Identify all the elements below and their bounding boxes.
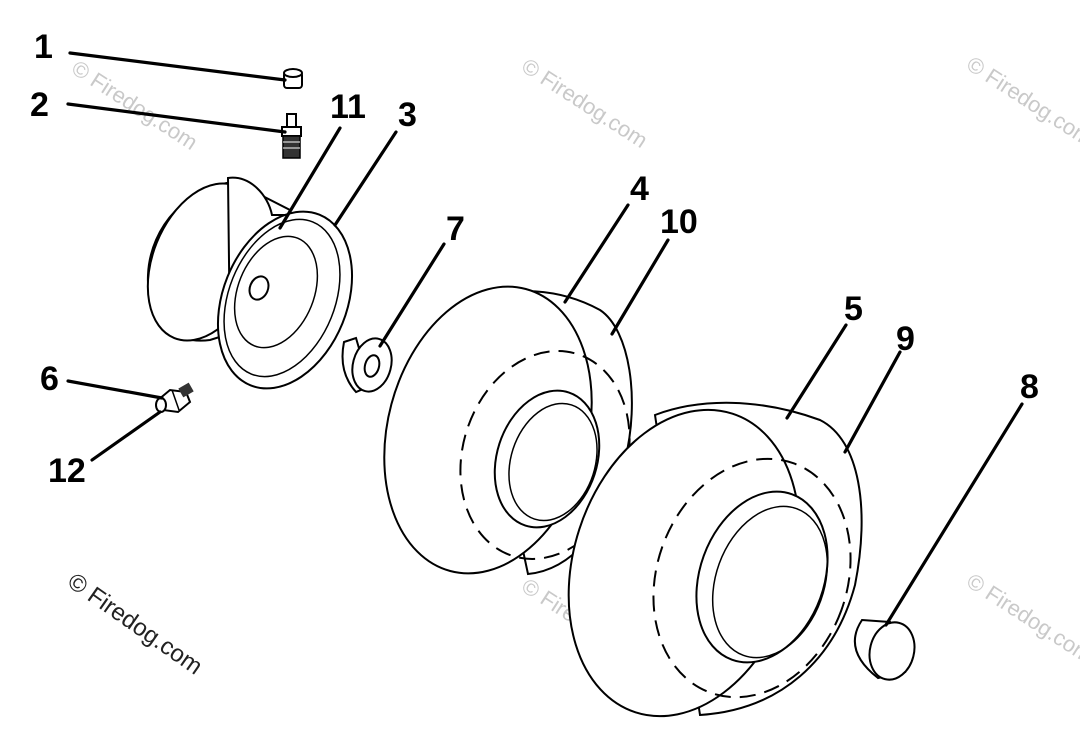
- wheel-rim: [146, 176, 354, 390]
- leader-line-5: [785, 323, 848, 420]
- watermark-text: © Firedog.com: [962, 568, 1080, 668]
- callout-9: 9: [896, 320, 915, 358]
- callout-10: 10: [660, 203, 698, 241]
- callout-6: 6: [40, 360, 59, 398]
- callout-7: 7: [446, 210, 465, 248]
- rear-tire: [567, 401, 863, 718]
- leader-line-4: [563, 203, 630, 304]
- leader-line-10: [610, 238, 670, 336]
- callout-1: 1: [34, 28, 53, 66]
- hub-cap: [853, 618, 916, 681]
- valve-cap: [283, 68, 303, 89]
- callout-4: 4: [630, 170, 649, 208]
- leader-lines: [66, 51, 1024, 627]
- watermark-text: © Firedog.com: [517, 53, 652, 153]
- leader-line-1: [68, 51, 287, 82]
- leader-line-12: [90, 410, 162, 462]
- valve-stem: [281, 113, 302, 159]
- spacer-bushing: [341, 336, 393, 394]
- callout-5: 5: [844, 290, 863, 328]
- callout-labels: 1 2 11 3 7 4 10 5 9 8 6 12: [30, 28, 1039, 490]
- leader-line-7: [378, 242, 446, 348]
- leader-line-11: [278, 126, 342, 230]
- leader-line-6: [66, 379, 164, 400]
- leader-line-2: [66, 102, 287, 134]
- callout-2: 2: [30, 86, 49, 124]
- leader-line-3: [333, 130, 398, 227]
- callout-11: 11: [330, 88, 366, 126]
- callout-3: 3: [398, 96, 417, 134]
- leader-line-8: [884, 402, 1024, 627]
- leader-line-9: [843, 350, 902, 454]
- callout-8: 8: [1020, 368, 1039, 406]
- watermark-bottom-left: © Firedog.com: [63, 568, 208, 681]
- watermark-text: © Firedog.com: [962, 51, 1080, 151]
- callout-12: 12: [48, 452, 86, 490]
